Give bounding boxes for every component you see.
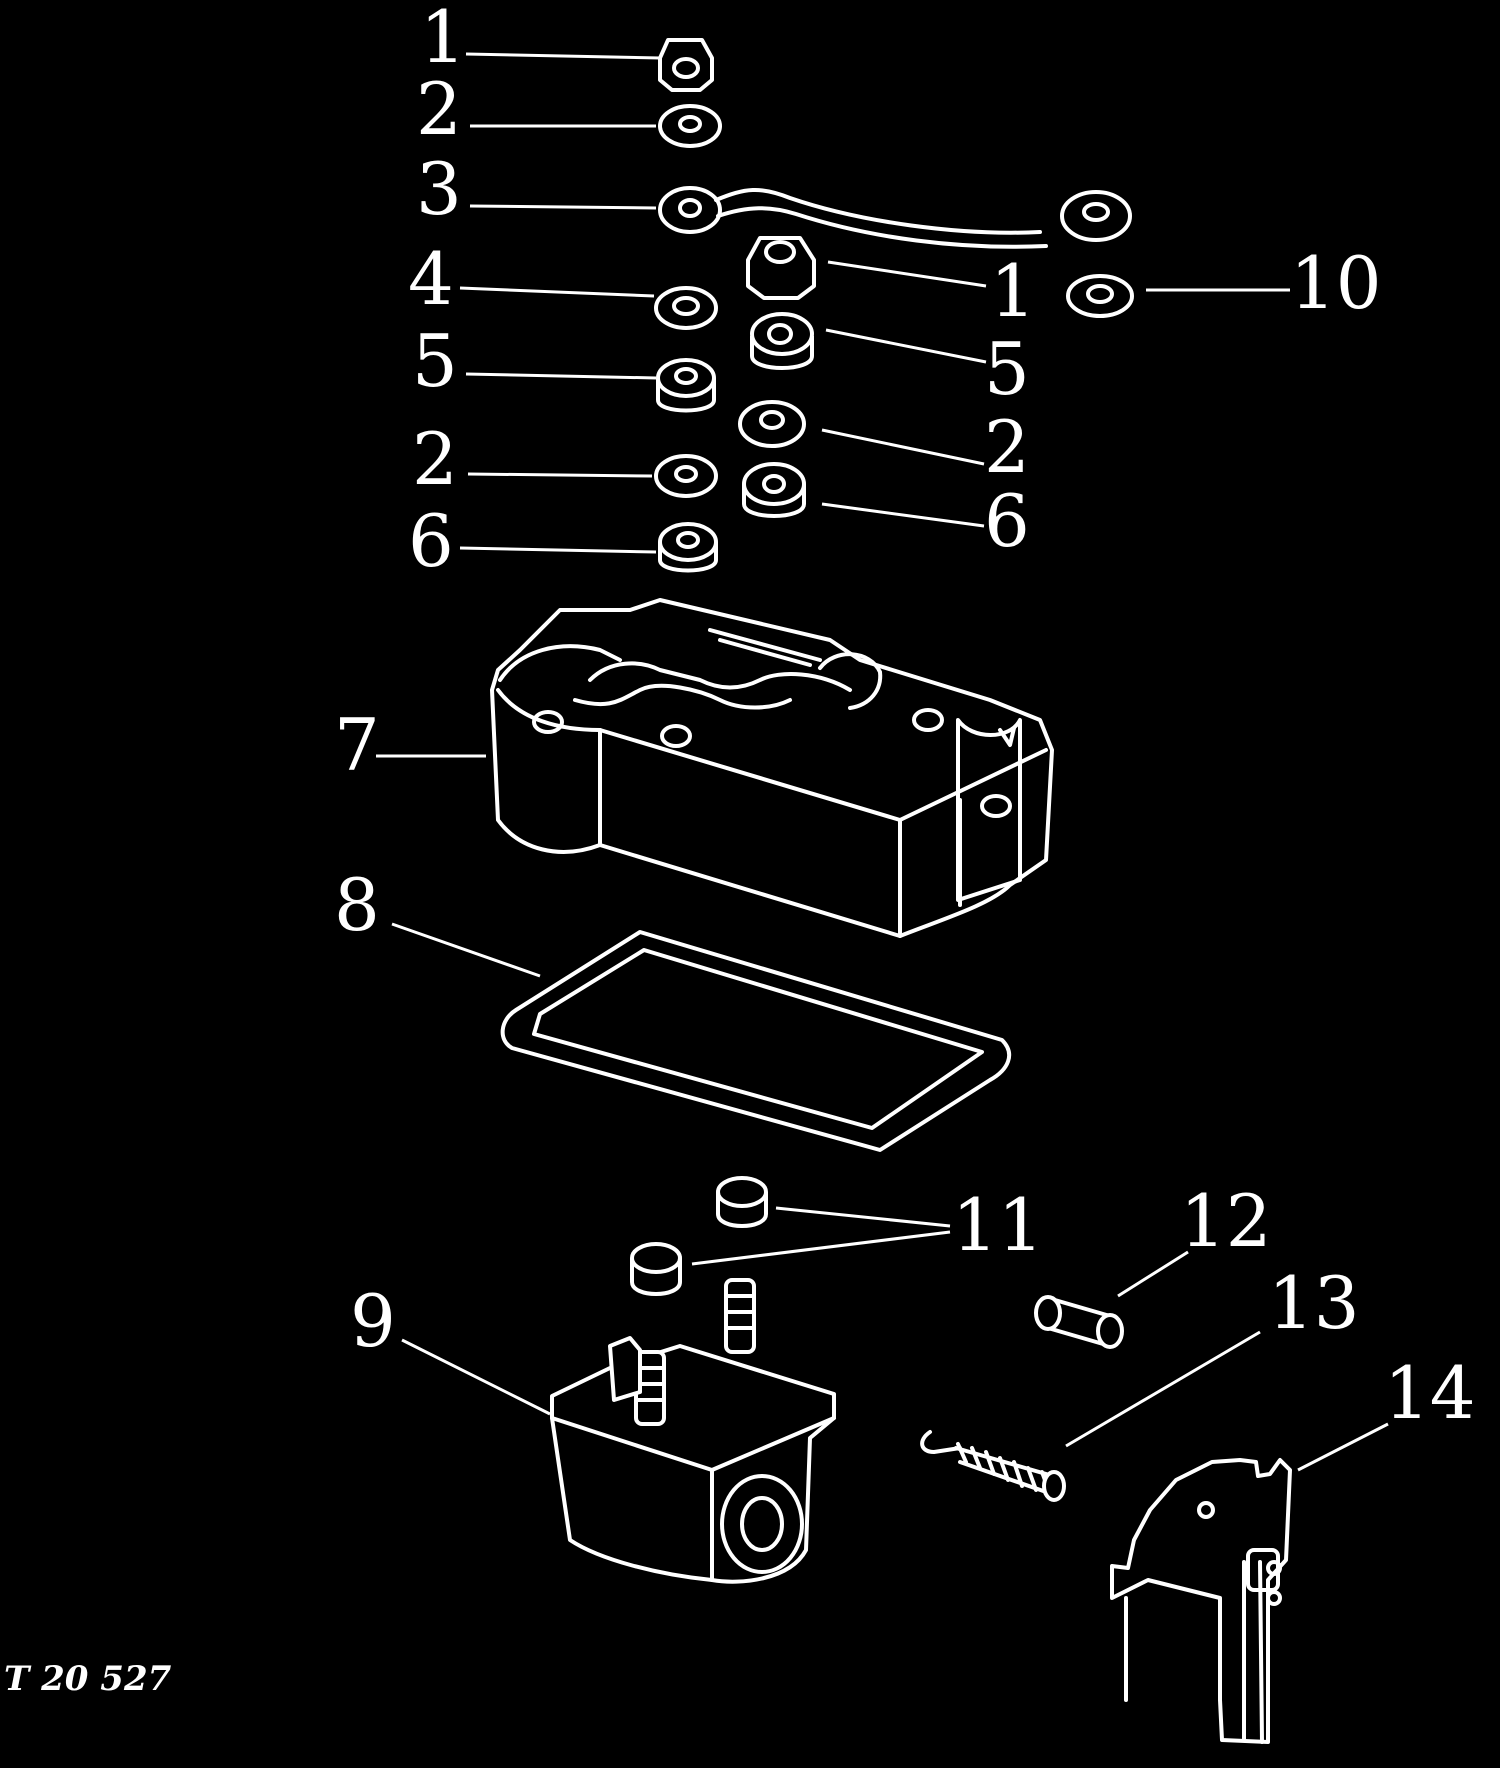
callout-10: 10 bbox=[1290, 241, 1382, 325]
part-2-washer-right bbox=[738, 400, 806, 448]
part-5-insulator-right bbox=[750, 312, 814, 370]
callout-2-right: 2 bbox=[984, 405, 1030, 489]
part-1-nut-left bbox=[658, 38, 714, 92]
callout-2-left: 2 bbox=[412, 417, 458, 501]
leader-lines bbox=[376, 52, 1389, 1472]
part-12-pin bbox=[1034, 1295, 1124, 1349]
part-6-bushing-left bbox=[658, 522, 718, 573]
callout-12: 12 bbox=[1180, 1179, 1272, 1263]
callout-13: 13 bbox=[1268, 1261, 1360, 1345]
part-14-bracket bbox=[1110, 1458, 1292, 1744]
callout-4: 4 bbox=[408, 237, 454, 321]
callout-5-right: 5 bbox=[984, 327, 1030, 411]
part-7-cover bbox=[490, 598, 1054, 938]
callout-11: 11 bbox=[952, 1183, 1044, 1267]
callout-2-top: 2 bbox=[416, 67, 462, 151]
part-6-bushing-right bbox=[742, 462, 806, 518]
callout-1-right: 1 bbox=[990, 249, 1036, 333]
part-4-lockwasher bbox=[654, 286, 718, 330]
part-2-washer-left-top bbox=[658, 104, 722, 148]
callout-5-left: 5 bbox=[412, 319, 458, 403]
callout-9: 9 bbox=[350, 1279, 396, 1363]
part-10-nut-far-right bbox=[1066, 274, 1134, 318]
callout-6-right: 6 bbox=[984, 479, 1030, 563]
part-8-gasket bbox=[500, 930, 1012, 1152]
callout-7: 7 bbox=[334, 703, 380, 787]
part-11-bushing-lower bbox=[630, 1242, 682, 1296]
callout-6-left: 6 bbox=[408, 499, 454, 583]
part-9-solenoid bbox=[550, 1278, 836, 1584]
figure-reference: T 20 527 bbox=[4, 1659, 172, 1699]
part-5-insulator-left bbox=[656, 358, 716, 413]
part-13-spring bbox=[920, 1430, 1066, 1502]
callout-14: 14 bbox=[1384, 1351, 1476, 1435]
part-2-washer-left-mid bbox=[654, 454, 718, 498]
callout-3: 3 bbox=[416, 147, 462, 231]
part-11-bushing-upper bbox=[716, 1176, 768, 1228]
callout-1-top: 1 bbox=[420, 0, 466, 79]
part-1-nut-right bbox=[746, 236, 816, 300]
part-3-cable-strap bbox=[658, 186, 1132, 249]
callout-8: 8 bbox=[334, 863, 380, 947]
